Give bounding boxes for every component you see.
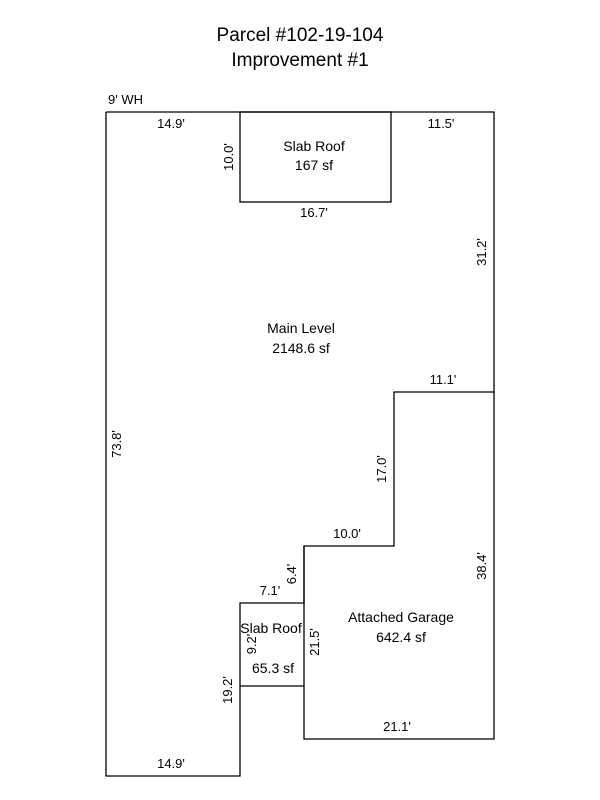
slab-roof-top-size: 167 sf	[295, 157, 333, 173]
main-level-size: 2148.6 sf	[272, 340, 330, 356]
slab-roof-bottom-size: 65.3 sf	[252, 660, 294, 676]
dim-small-horizontal: 7.1'	[260, 583, 281, 598]
garage-outline	[303, 392, 495, 740]
slab-roof-top-name: Slab Roof	[283, 138, 345, 154]
dim-slab-bottom-height: 9.2'	[244, 634, 259, 655]
dim-garage-right: 38.4'	[474, 552, 489, 580]
dim-slab-top-width: 16.7'	[300, 205, 328, 220]
dim-top-right: 11.5'	[428, 116, 455, 131]
dim-step-vertical: 17.0'	[374, 455, 389, 483]
improvement-title: Improvement #1	[231, 50, 369, 71]
dim-step-middle: 10.0'	[333, 526, 361, 541]
dim-garage-left: 21.5'	[307, 628, 322, 656]
dim-bottom-left: 14.9'	[157, 756, 185, 771]
dim-top-left: 14.9'	[157, 116, 185, 131]
garage-name: Attached Garage	[348, 609, 454, 625]
dim-right-upper: 31.2'	[474, 238, 489, 266]
dim-step-top: 11.1'	[430, 372, 457, 387]
wh-note: 9' WH	[108, 92, 143, 107]
parcel-title: Parcel #102-19-104	[216, 25, 384, 46]
dim-lower-left-vertical: 19.2'	[220, 676, 235, 704]
slab-roof-top-outline	[239, 111, 392, 203]
slab-roof-bottom-name: Slab Roof	[240, 620, 302, 636]
dim-small-vertical: 6.4'	[284, 564, 299, 585]
dim-garage-bottom: 21.1'	[383, 719, 411, 734]
garage-size: 642.4 sf	[376, 629, 426, 645]
dim-left-side: 73.8'	[109, 430, 124, 458]
dim-slab-top-height: 10.0'	[221, 143, 236, 171]
main-level-name: Main Level	[267, 320, 335, 336]
